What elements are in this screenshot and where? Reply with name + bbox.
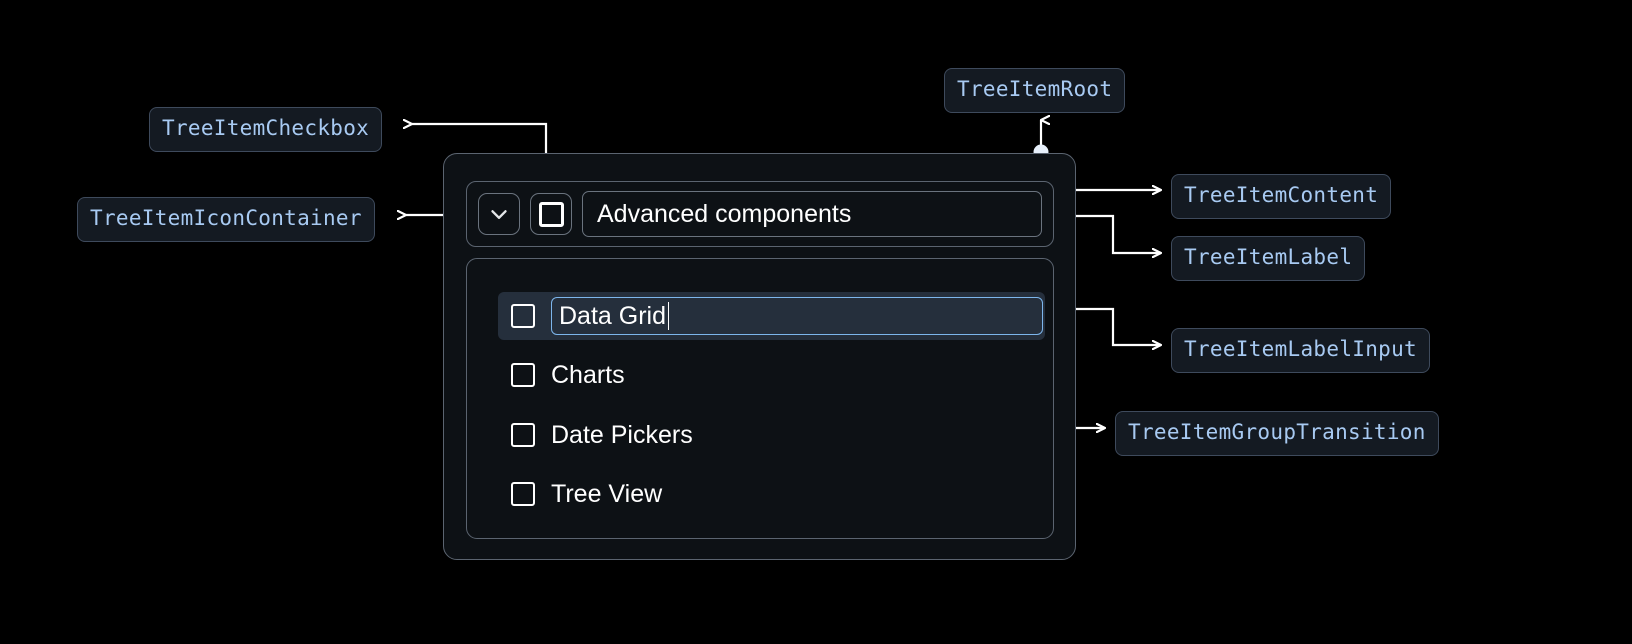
checkbox-unchecked-icon[interactable] xyxy=(511,423,535,447)
tree-item-label-text: Tree View xyxy=(551,479,663,508)
text-caret xyxy=(667,302,670,330)
annotation-chip-tree-item-root: TreeItemRoot xyxy=(944,68,1126,113)
annotation-chip-tree-item-checkbox: TreeItemCheckbox xyxy=(149,107,383,152)
tree-item-label-text: Date Pickers xyxy=(551,420,693,449)
checkbox-unchecked-icon[interactable] xyxy=(511,304,535,328)
tree-item-label-text: Advanced components xyxy=(597,199,852,228)
tree-item-checkbox[interactable] xyxy=(530,193,572,235)
checkbox-unchecked-icon[interactable] xyxy=(511,482,535,506)
tree-item-icon-container[interactable] xyxy=(478,193,520,235)
tree-item-label-text: Charts xyxy=(551,360,625,389)
tree-item-group-transition: Data Grid Charts Date Pickers Tree View xyxy=(466,258,1054,539)
tree-item-content[interactable]: Advanced components xyxy=(466,181,1054,247)
tree-item-child-tree-view[interactable]: Tree View xyxy=(498,470,1045,518)
annotation-chip-tree-item-label-input: TreeItemLabelInput xyxy=(1171,328,1430,373)
annotation-chip-tree-item-label: TreeItemLabel xyxy=(1171,236,1366,281)
annotation-chip-tree-item-content: TreeItemContent xyxy=(1171,174,1392,219)
tree-item-root[interactable]: Advanced components Data Grid Charts Dat xyxy=(443,153,1076,560)
tree-item-child-data-grid[interactable]: Data Grid xyxy=(498,292,1045,340)
annotation-chip-tree-item-icon-container: TreeItemIconContainer xyxy=(77,197,375,242)
tree-item-label-input[interactable]: Data Grid xyxy=(551,297,1043,335)
checkbox-unchecked-icon[interactable] xyxy=(511,363,535,387)
tree-item-child-date-pickers[interactable]: Date Pickers xyxy=(498,411,1045,459)
tree-item-child-charts[interactable]: Charts xyxy=(498,351,1045,399)
annotation-chip-tree-item-group-transition: TreeItemGroupTransition xyxy=(1115,411,1439,456)
tree-item-label[interactable]: Advanced components xyxy=(582,191,1042,237)
tree-item-label-input-value: Data Grid xyxy=(559,301,666,330)
chevron-down-icon xyxy=(486,201,512,227)
checkbox-unchecked-icon xyxy=(538,201,564,227)
